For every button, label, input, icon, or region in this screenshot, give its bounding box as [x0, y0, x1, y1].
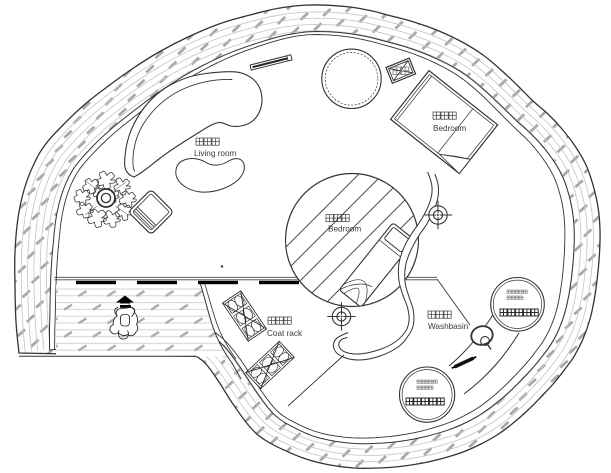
svg-text:Living room: Living room	[194, 149, 237, 158]
svg-text:Bedroom: Bedroom	[433, 124, 466, 133]
svg-text:Bedroom: Bedroom	[328, 225, 361, 234]
svg-text:Washbasin: Washbasin	[428, 322, 469, 331]
svg-text:Coat rack: Coat rack	[267, 329, 303, 338]
